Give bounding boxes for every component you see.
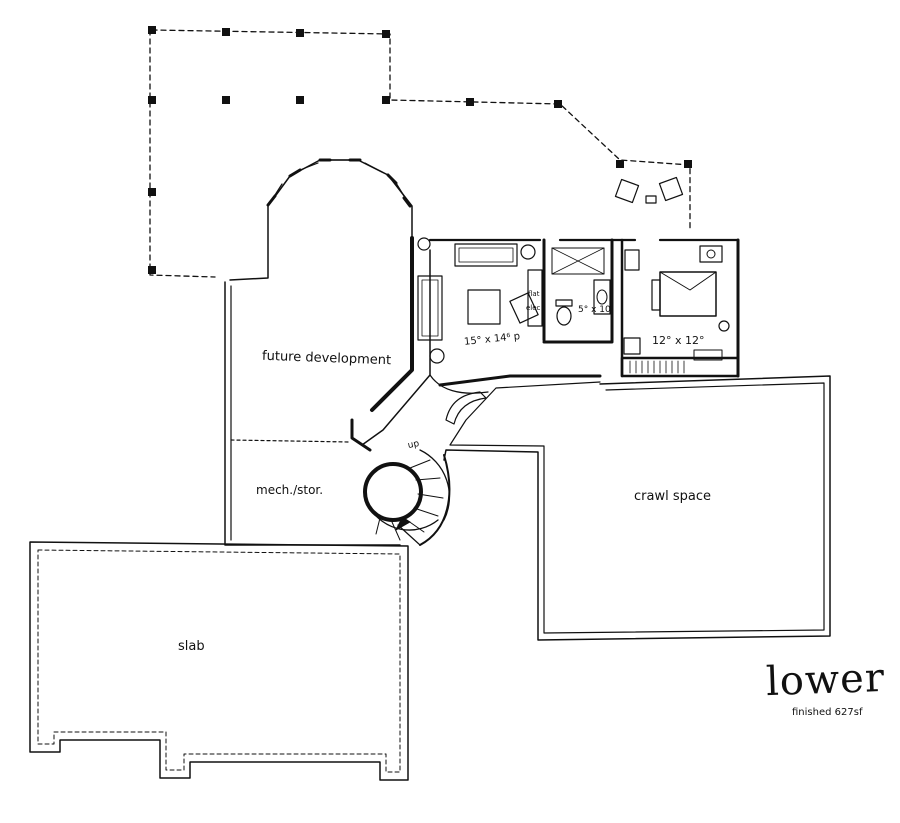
dresser xyxy=(624,249,640,271)
room-label-mech-stor: mech./stor. xyxy=(256,483,324,497)
bedroom-chair xyxy=(623,337,641,355)
sofa-left xyxy=(417,275,443,341)
heavy-corridor-wall-left xyxy=(370,236,414,412)
outer-wall-left xyxy=(224,281,401,546)
nightstand xyxy=(699,245,723,263)
corridor-wall-stub xyxy=(350,418,372,452)
bed xyxy=(659,271,717,317)
closet xyxy=(620,356,740,378)
bath-walls xyxy=(542,238,614,344)
patio-chairs xyxy=(614,176,684,204)
elec-label: elec xyxy=(526,304,541,312)
sofa-top xyxy=(454,243,518,267)
toilet xyxy=(556,306,572,326)
crawl-space-inner xyxy=(449,381,825,634)
flat-screen-label: flat xyxy=(528,290,540,298)
closet-hangers xyxy=(629,360,685,374)
lamp-top xyxy=(520,244,536,260)
shower xyxy=(551,247,605,275)
slab-outline xyxy=(29,541,409,781)
room-label-crawl-space: crawl space xyxy=(634,489,711,504)
slab-inner-dashed xyxy=(37,549,401,773)
side-table xyxy=(429,348,445,364)
room-label-slab: slab xyxy=(178,639,205,654)
future-development-outline xyxy=(229,159,413,281)
armchair xyxy=(509,292,539,324)
heavy-corridor-wall-right xyxy=(361,249,431,446)
bath-dimension: 5° x 10 xyxy=(578,305,611,315)
bay-window-bay xyxy=(274,159,405,197)
bay-window-marks xyxy=(266,158,412,208)
vanity xyxy=(593,279,611,315)
coffee-table xyxy=(467,289,501,325)
crawl-space-outline xyxy=(443,375,831,641)
finished-area-label: finished 627sf xyxy=(792,707,863,718)
curved-entry-wall xyxy=(429,374,489,394)
porch-posts xyxy=(148,26,692,274)
media-cabinet xyxy=(527,269,543,327)
mech-divider xyxy=(230,439,351,443)
suite-bottom-wall xyxy=(438,374,602,387)
bedroom-dimension: 12° x 12° xyxy=(652,334,705,347)
lamp-left xyxy=(417,237,431,251)
spiral-stair xyxy=(363,449,451,546)
plan-title: lower xyxy=(765,654,886,706)
